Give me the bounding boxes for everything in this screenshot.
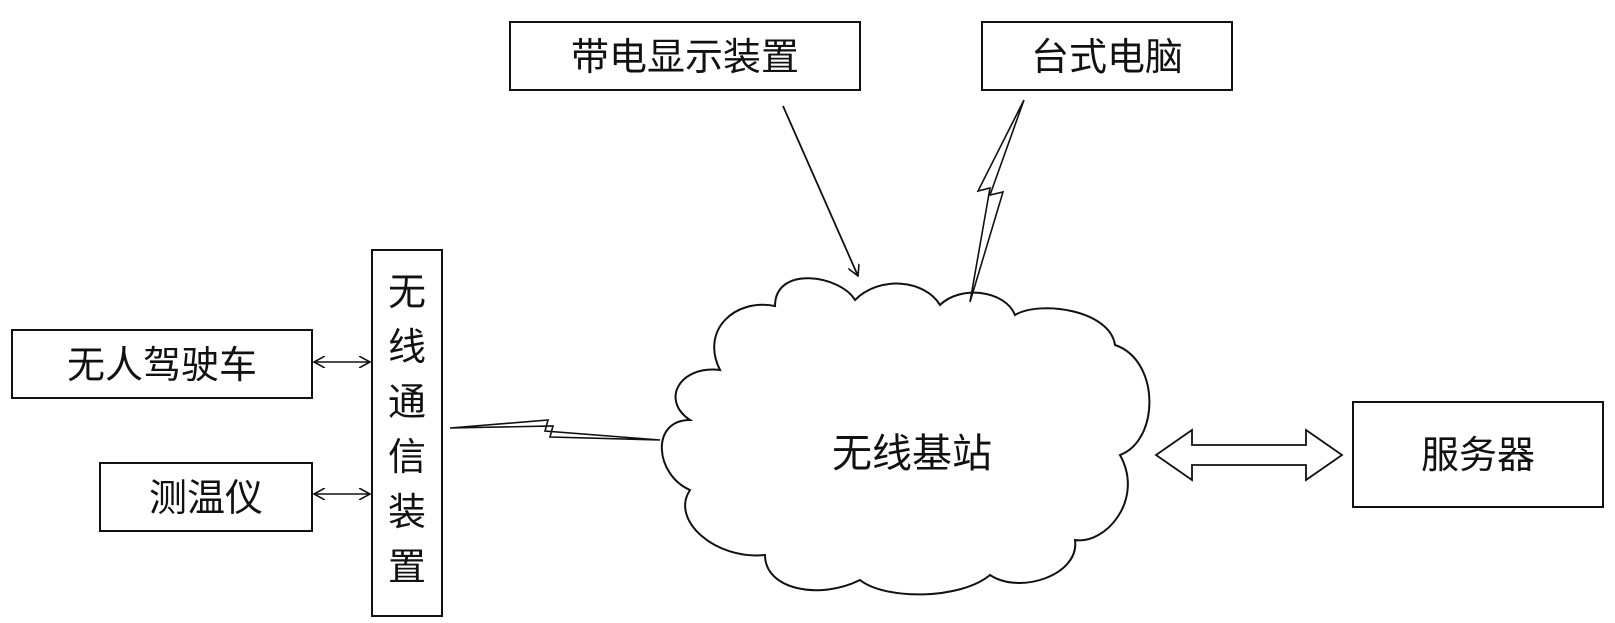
desktop-wireless-link [969,99,1025,303]
live-display-node: 带电显示装置 [509,21,861,91]
desktop-node: 台式电脑 [981,21,1233,91]
display-to-station-arrow [782,105,858,276]
station-server-double-arrow [1154,428,1344,482]
wireless-comm-node: 无 线 通 信 装 置 [371,249,443,617]
wireless-comm-char-5: 装 [388,490,426,534]
driverless-car-label: 无人驾驶车 [67,343,257,387]
server-node: 服务器 [1352,401,1604,508]
thermometer-node: 测温仪 [99,462,313,532]
base-station-label: 无线基站 [832,431,992,477]
desktop-label: 台式电脑 [1031,35,1183,79]
wireless-comm-char-2: 线 [388,325,426,369]
wireless-comm-char-6: 置 [388,545,426,589]
server-label: 服务器 [1421,433,1535,477]
wireless-comm-char-3: 通 [388,380,426,424]
driverless-car-node: 无人驾驶车 [11,329,313,399]
live-display-label: 带电显示装置 [571,35,799,79]
base-station-cloud: 无线基站 [660,277,1151,596]
wireless-comm-char-1: 无 [388,270,426,314]
thermometer-label: 测温仪 [149,476,263,520]
comm-wireless-link [449,419,661,441]
wireless-comm-char-4: 信 [388,435,426,479]
